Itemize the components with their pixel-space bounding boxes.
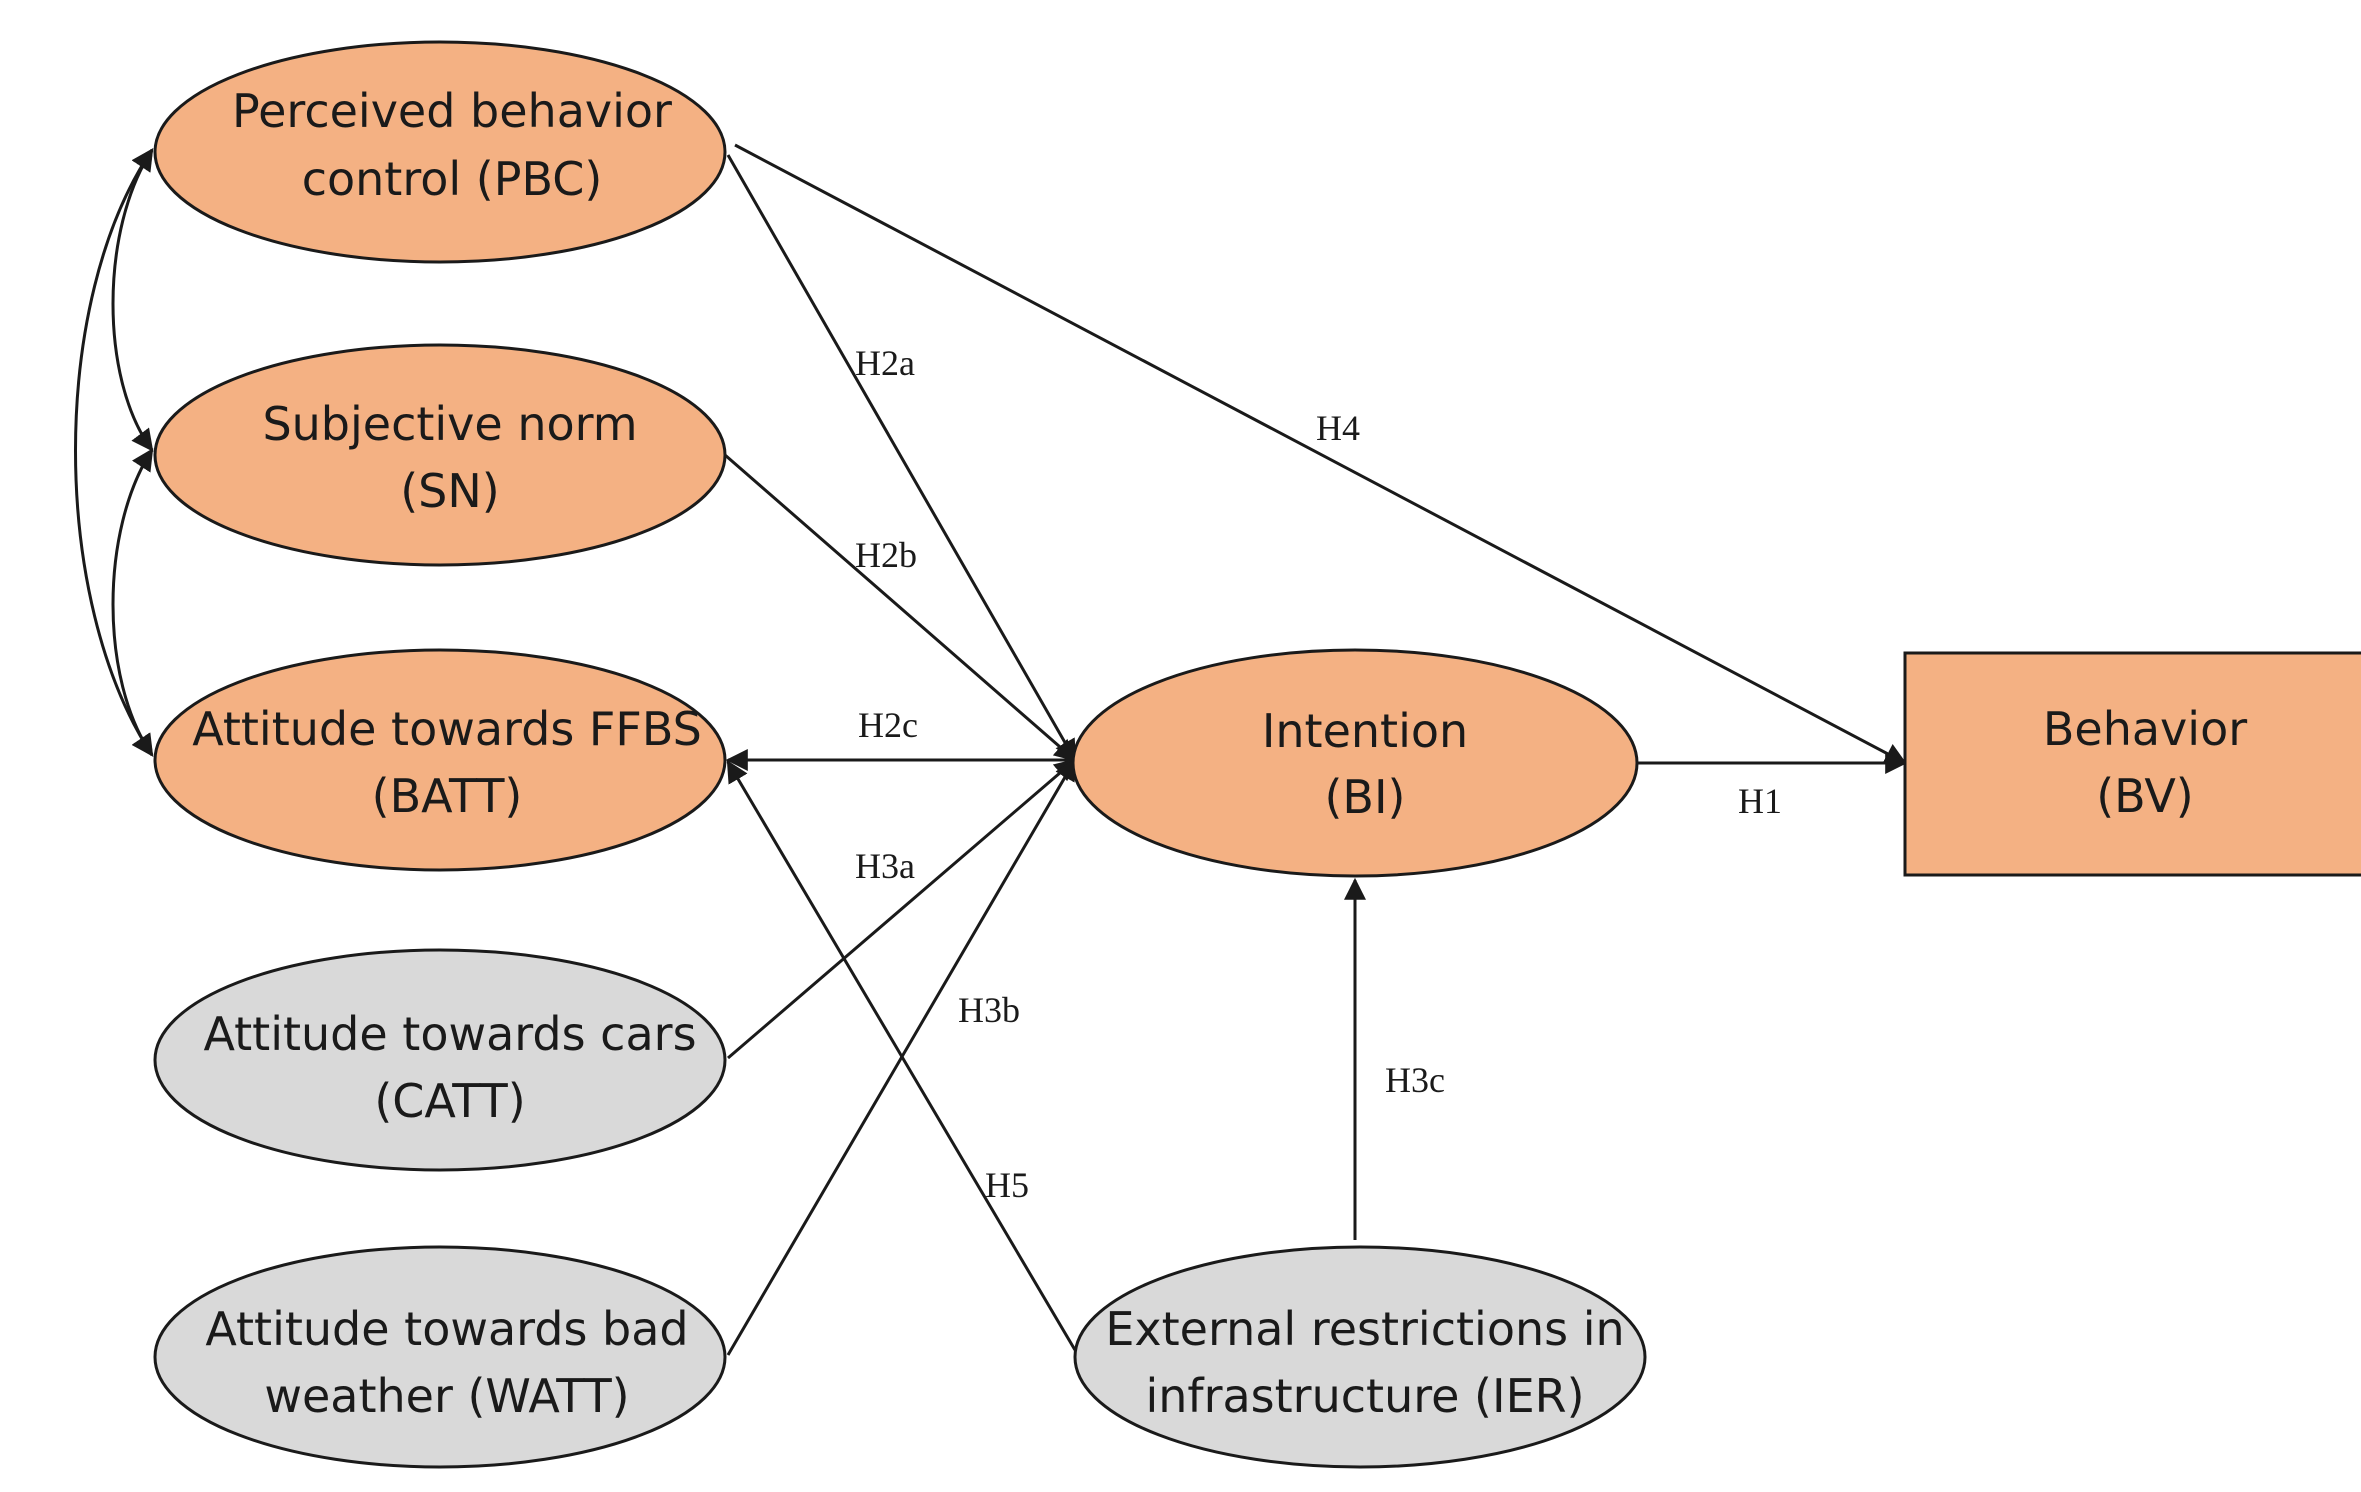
svg-text:(CATT): (CATT): [374, 1074, 525, 1128]
svg-text:Attitude towards bad: Attitude towards bad: [205, 1302, 688, 1356]
node-watt: Attitude towards bad weather (WATT): [153, 1245, 727, 1469]
svg-text:External restrictions in: External restrictions in: [1105, 1302, 1624, 1356]
edge-label-h4: H4: [1316, 408, 1360, 448]
edge-h2a: [726, 154, 1077, 762]
edge-label-h3b: H3b: [958, 990, 1020, 1030]
edge-h5: [726, 760, 1077, 1351]
edge-label-h5: H5: [985, 1165, 1029, 1205]
node-sn: Subjective norm (SN): [153, 343, 727, 567]
edge-label-h1: H1: [1738, 781, 1782, 821]
edge-label-h2b: H2b: [855, 535, 917, 575]
svg-text:Attitude towards cars: Attitude towards cars: [203, 1007, 696, 1061]
svg-text:(SN): (SN): [400, 464, 500, 518]
svg-text:(BI): (BI): [1324, 770, 1405, 824]
svg-text:(BV): (BV): [2096, 769, 2194, 823]
covariance-sn-batt: [111, 448, 154, 757]
covariance-pbc-batt: [74, 148, 154, 757]
node-batt: Attitude towards FFBS (BATT): [153, 648, 727, 872]
svg-text:control (PBC): control (PBC): [302, 152, 603, 206]
svg-text:infrastructure (IER): infrastructure (IER): [1145, 1369, 1584, 1423]
edge-label-h2c: H2c: [858, 705, 918, 745]
covariance-pbc-sn: [111, 148, 154, 452]
edge-h2b: [724, 453, 1077, 762]
edge-h3a: [727, 758, 1077, 1060]
svg-text:Attitude towards FFBS: Attitude towards FFBS: [192, 702, 702, 756]
svg-text:Behavior: Behavior: [2043, 702, 2247, 756]
svg-text:weather (WATT): weather (WATT): [264, 1369, 629, 1423]
svg-text:Perceived behavior: Perceived behavior: [232, 84, 672, 138]
edge-h4: [734, 143, 1907, 765]
edge-label-h3c: H3c: [1385, 1060, 1445, 1100]
edge-label-h3a: H3a: [855, 846, 915, 886]
svg-text:Subjective norm: Subjective norm: [262, 397, 637, 451]
edge-label-h2a: H2a: [855, 343, 915, 383]
svg-text:(BATT): (BATT): [372, 769, 523, 823]
node-pbc: Perceived behavior control (PBC): [153, 40, 727, 264]
node-bv: Behavior (BV): [1903, 651, 2361, 877]
node-catt: Attitude towards cars (CATT): [153, 948, 727, 1172]
svg-text:Intention: Intention: [1262, 704, 1468, 758]
node-bi: Intention (BI): [1071, 648, 1639, 878]
node-ier: External restrictions in infrastructure …: [1073, 1245, 1647, 1469]
